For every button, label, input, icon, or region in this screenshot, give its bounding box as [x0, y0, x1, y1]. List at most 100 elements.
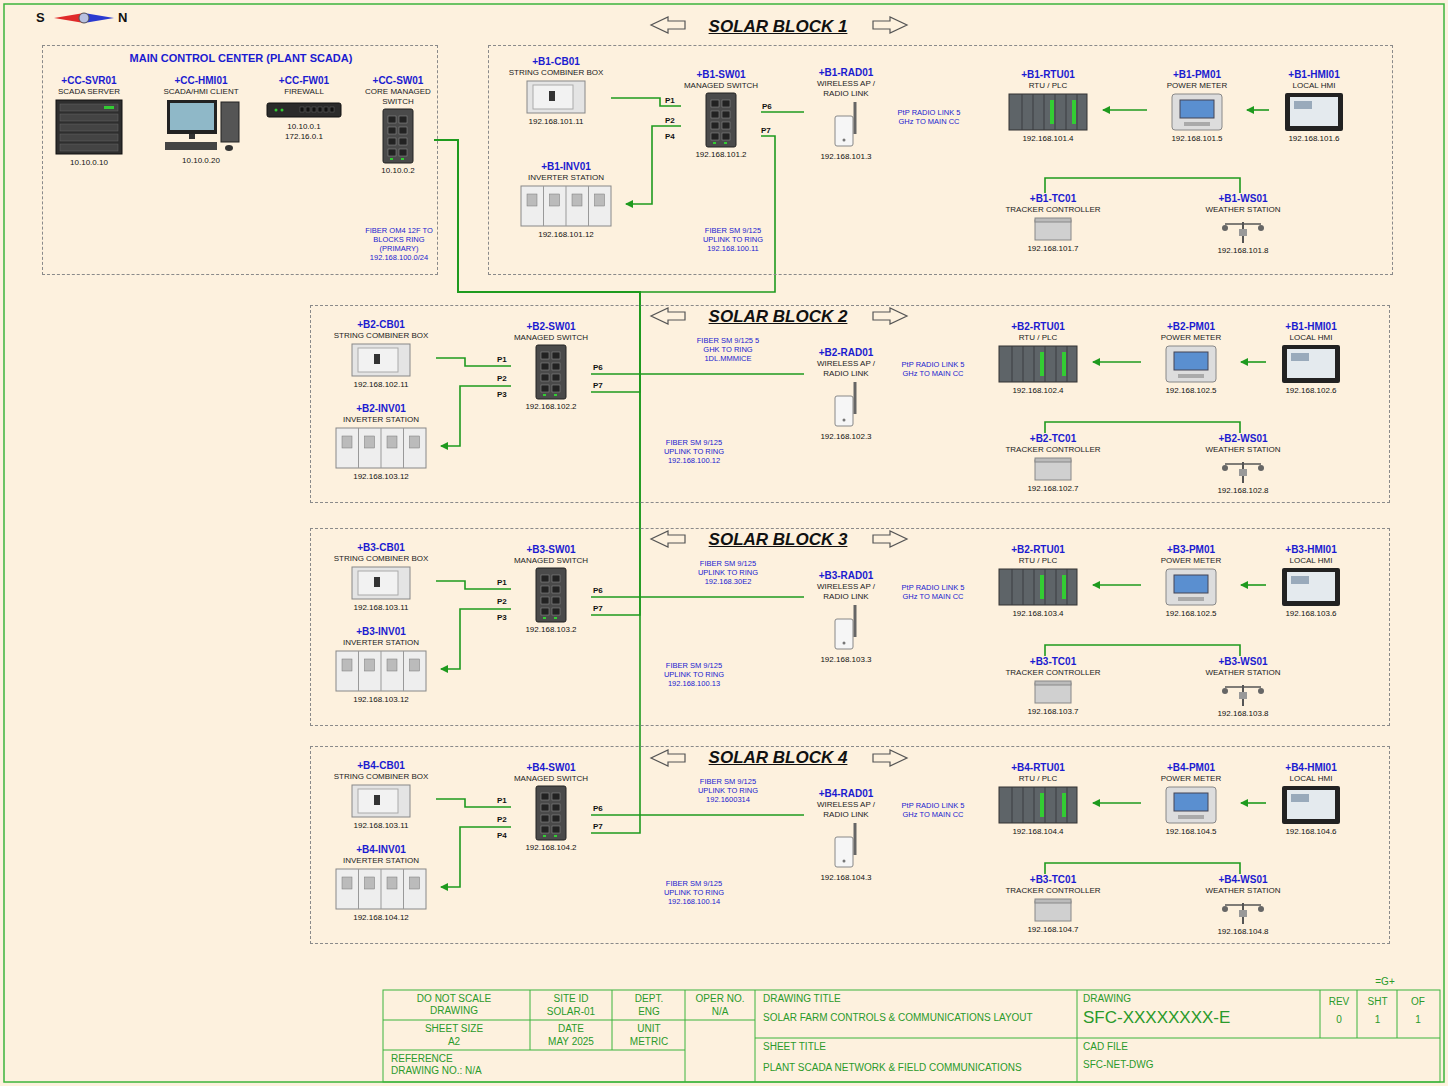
device-tag: +B3-WS01 [1218, 656, 1267, 668]
ip-address: 192.168.101.11 [528, 117, 583, 127]
device-node: +B4-INV01INVERTER STATION192.168.104.12 [321, 844, 441, 923]
device-tag: +CC-SW01 [373, 75, 424, 87]
rtu-icon [998, 785, 1078, 825]
ip-address: 192.168.101.2 [695, 150, 746, 160]
connector [434, 140, 640, 833]
connector [1045, 178, 1240, 193]
ip-address: 10.10.0.1 [287, 122, 320, 132]
hmi-icon [1281, 785, 1341, 825]
device-tag: +B1-PM01 [1173, 69, 1221, 81]
region-title: SOLAR BLOCK 3 [704, 530, 853, 550]
pm-icon [1170, 92, 1224, 132]
device-node: +CC-SW01CORE MANAGED SWITCH10.10.0.2 [362, 75, 434, 176]
device-node: +B2-CB01STRING COMBINER BOX192.168.102.1… [326, 319, 436, 390]
connector [1241, 584, 1266, 586]
ip-address: 192.168.103.6 [1285, 609, 1336, 619]
rad-icon [832, 821, 860, 871]
device-description: WIRELESS AP / RADIO LINK [804, 359, 888, 379]
region-title: SOLAR BLOCK 1 [704, 17, 853, 37]
ws-icon [1217, 897, 1269, 925]
inv-icon [334, 426, 428, 470]
device-node: +B3-WS01WEATHER STATION192.168.103.8 [1188, 656, 1298, 719]
label-text: DO NOT SCALE DRAWING [392, 993, 516, 1017]
device-description: INVERTER STATION [343, 856, 419, 866]
device-tag: +B4-RAD01 [819, 788, 874, 800]
label-text: UNIT [614, 1023, 684, 1035]
label-text: N [118, 10, 127, 25]
device-tag: +B3-INV01 [356, 626, 406, 638]
device-node: +B1-RTU01RTU / PLC192.168.101.4 [993, 69, 1103, 144]
device-node: +B1-RAD01WIRELESS AP / RADIO LINK192.168… [804, 67, 888, 162]
device-node: +B3-INV01INVERTER STATION192.168.103.12 [321, 626, 441, 705]
device-description: MANAGED SWITCH [684, 81, 758, 91]
device-node: +B1-CB01STRING COMBINER BOX 192.168.101.1… [501, 56, 611, 127]
label-text: OPER NO. [687, 993, 753, 1005]
ip-address: 10.10.0.2 [381, 166, 414, 176]
device-description: STRING COMBINER BOX [509, 68, 604, 78]
device-tag: +B2-WS01 [1218, 433, 1267, 445]
link-label: FIBER SM 9/125 UPLINK TO RING 192.168.10… [654, 438, 734, 465]
device-tag: +B3-PM01 [1167, 544, 1215, 556]
device-tag: +B1-CB01 [532, 56, 580, 68]
sw-icon [534, 567, 568, 623]
label-text: SITE ID [532, 993, 610, 1005]
device-description: SCADA SERVER [58, 87, 120, 97]
label-text: A2 [392, 1036, 516, 1048]
sw-icon [704, 92, 738, 148]
device-tag: +B2-TC01 [1030, 433, 1076, 445]
ip-address: 192.168.102.2 [525, 402, 576, 412]
device-node: +B3-HMI01LOCAL HMI192.168.103.6 [1266, 544, 1356, 619]
device-node: +B2-RTU01RTU / PLC192.168.103.4 [983, 544, 1093, 619]
cb-icon [525, 79, 587, 115]
rtu-icon [1008, 92, 1088, 132]
ip-address: 192.168.102.5 [1165, 609, 1216, 619]
server-icon [54, 98, 124, 156]
ip-address: 10.10.0.10 [70, 158, 108, 168]
label-text: PtP RADIO LINK 5 GHz TO MAIN CC [893, 108, 965, 126]
device-tag: +B1-HMI01 [1285, 321, 1336, 333]
connector [434, 136, 775, 292]
label-text: DRAWING [1083, 993, 1313, 1005]
inv-icon [334, 867, 428, 911]
device-tag: +B2-RAD01 [819, 347, 874, 359]
title-block-grid [383, 990, 1440, 1082]
connector [626, 126, 681, 204]
label-text: REFERENCE DRAWING NO.: N/A [391, 1053, 503, 1077]
label-text: CAD FILE [1083, 1041, 1313, 1053]
device-node: +B3-TC01TRACKER CONTROLLER192.168.104.7 [998, 874, 1108, 935]
label-text: FIBER OM4 12F TO BLOCKS RING (PRIMARY) 1… [362, 226, 436, 262]
pm-icon [1164, 567, 1218, 607]
compass [54, 13, 114, 23]
port-label: P1 [497, 796, 507, 805]
link-label: FIBER SM 9/125 UPLINK TO RING 192.168.10… [654, 879, 734, 906]
connector [591, 373, 804, 375]
label-text: PtP RADIO LINK 5 GHz TO MAIN CC [897, 360, 969, 378]
device-node: +B1-WS01WEATHER STATION192.168.101.8 [1188, 193, 1298, 256]
link-label: FIBER SM 9/125 UPLINK TO RING 192.168.10… [694, 226, 772, 253]
label-text: FIBER SM 9/125 UPLINK TO RING 192.160031… [690, 777, 766, 804]
label-text: MAY 2025 [532, 1036, 610, 1048]
label-text: ENG [614, 1006, 684, 1018]
device-node: +B2-RAD01WIRELESS AP / RADIO LINK192.168… [804, 347, 888, 442]
device-node: +B2-RTU01RTU / PLC192.168.102.4 [983, 321, 1093, 396]
label-text: P7 [761, 126, 771, 135]
ip-address: 192.168.102.8 [1217, 486, 1268, 496]
device-description: POWER METER [1161, 556, 1221, 566]
ip-address: 192.168.102.11 [353, 380, 408, 390]
device-description: WEATHER STATION [1205, 205, 1280, 215]
device-description: FIREWALL [284, 87, 324, 97]
label-text: SOLAR-01 [532, 1006, 610, 1018]
device-tag: +CC-HMI01 [174, 75, 227, 87]
label-text: N/A [687, 1006, 753, 1018]
label-text: METRIC [614, 1036, 684, 1048]
ip-address: 192.168.101.8 [1217, 246, 1268, 256]
rtu-icon [998, 344, 1078, 384]
connector [1241, 802, 1266, 804]
device-description: TRACKER CONTROLLER [1005, 886, 1100, 896]
label-text: P7 [593, 822, 603, 831]
device-tag: +CC-SVR01 [61, 75, 116, 87]
device-node: +B1-SW01MANAGED SWITCH192.168.101.2 [681, 69, 761, 160]
cb-icon [350, 783, 412, 819]
label-text: PtP RADIO LINK 5 GHz TO MAIN CC [897, 801, 969, 819]
ip-address: 192.168.101.6 [1288, 134, 1339, 144]
